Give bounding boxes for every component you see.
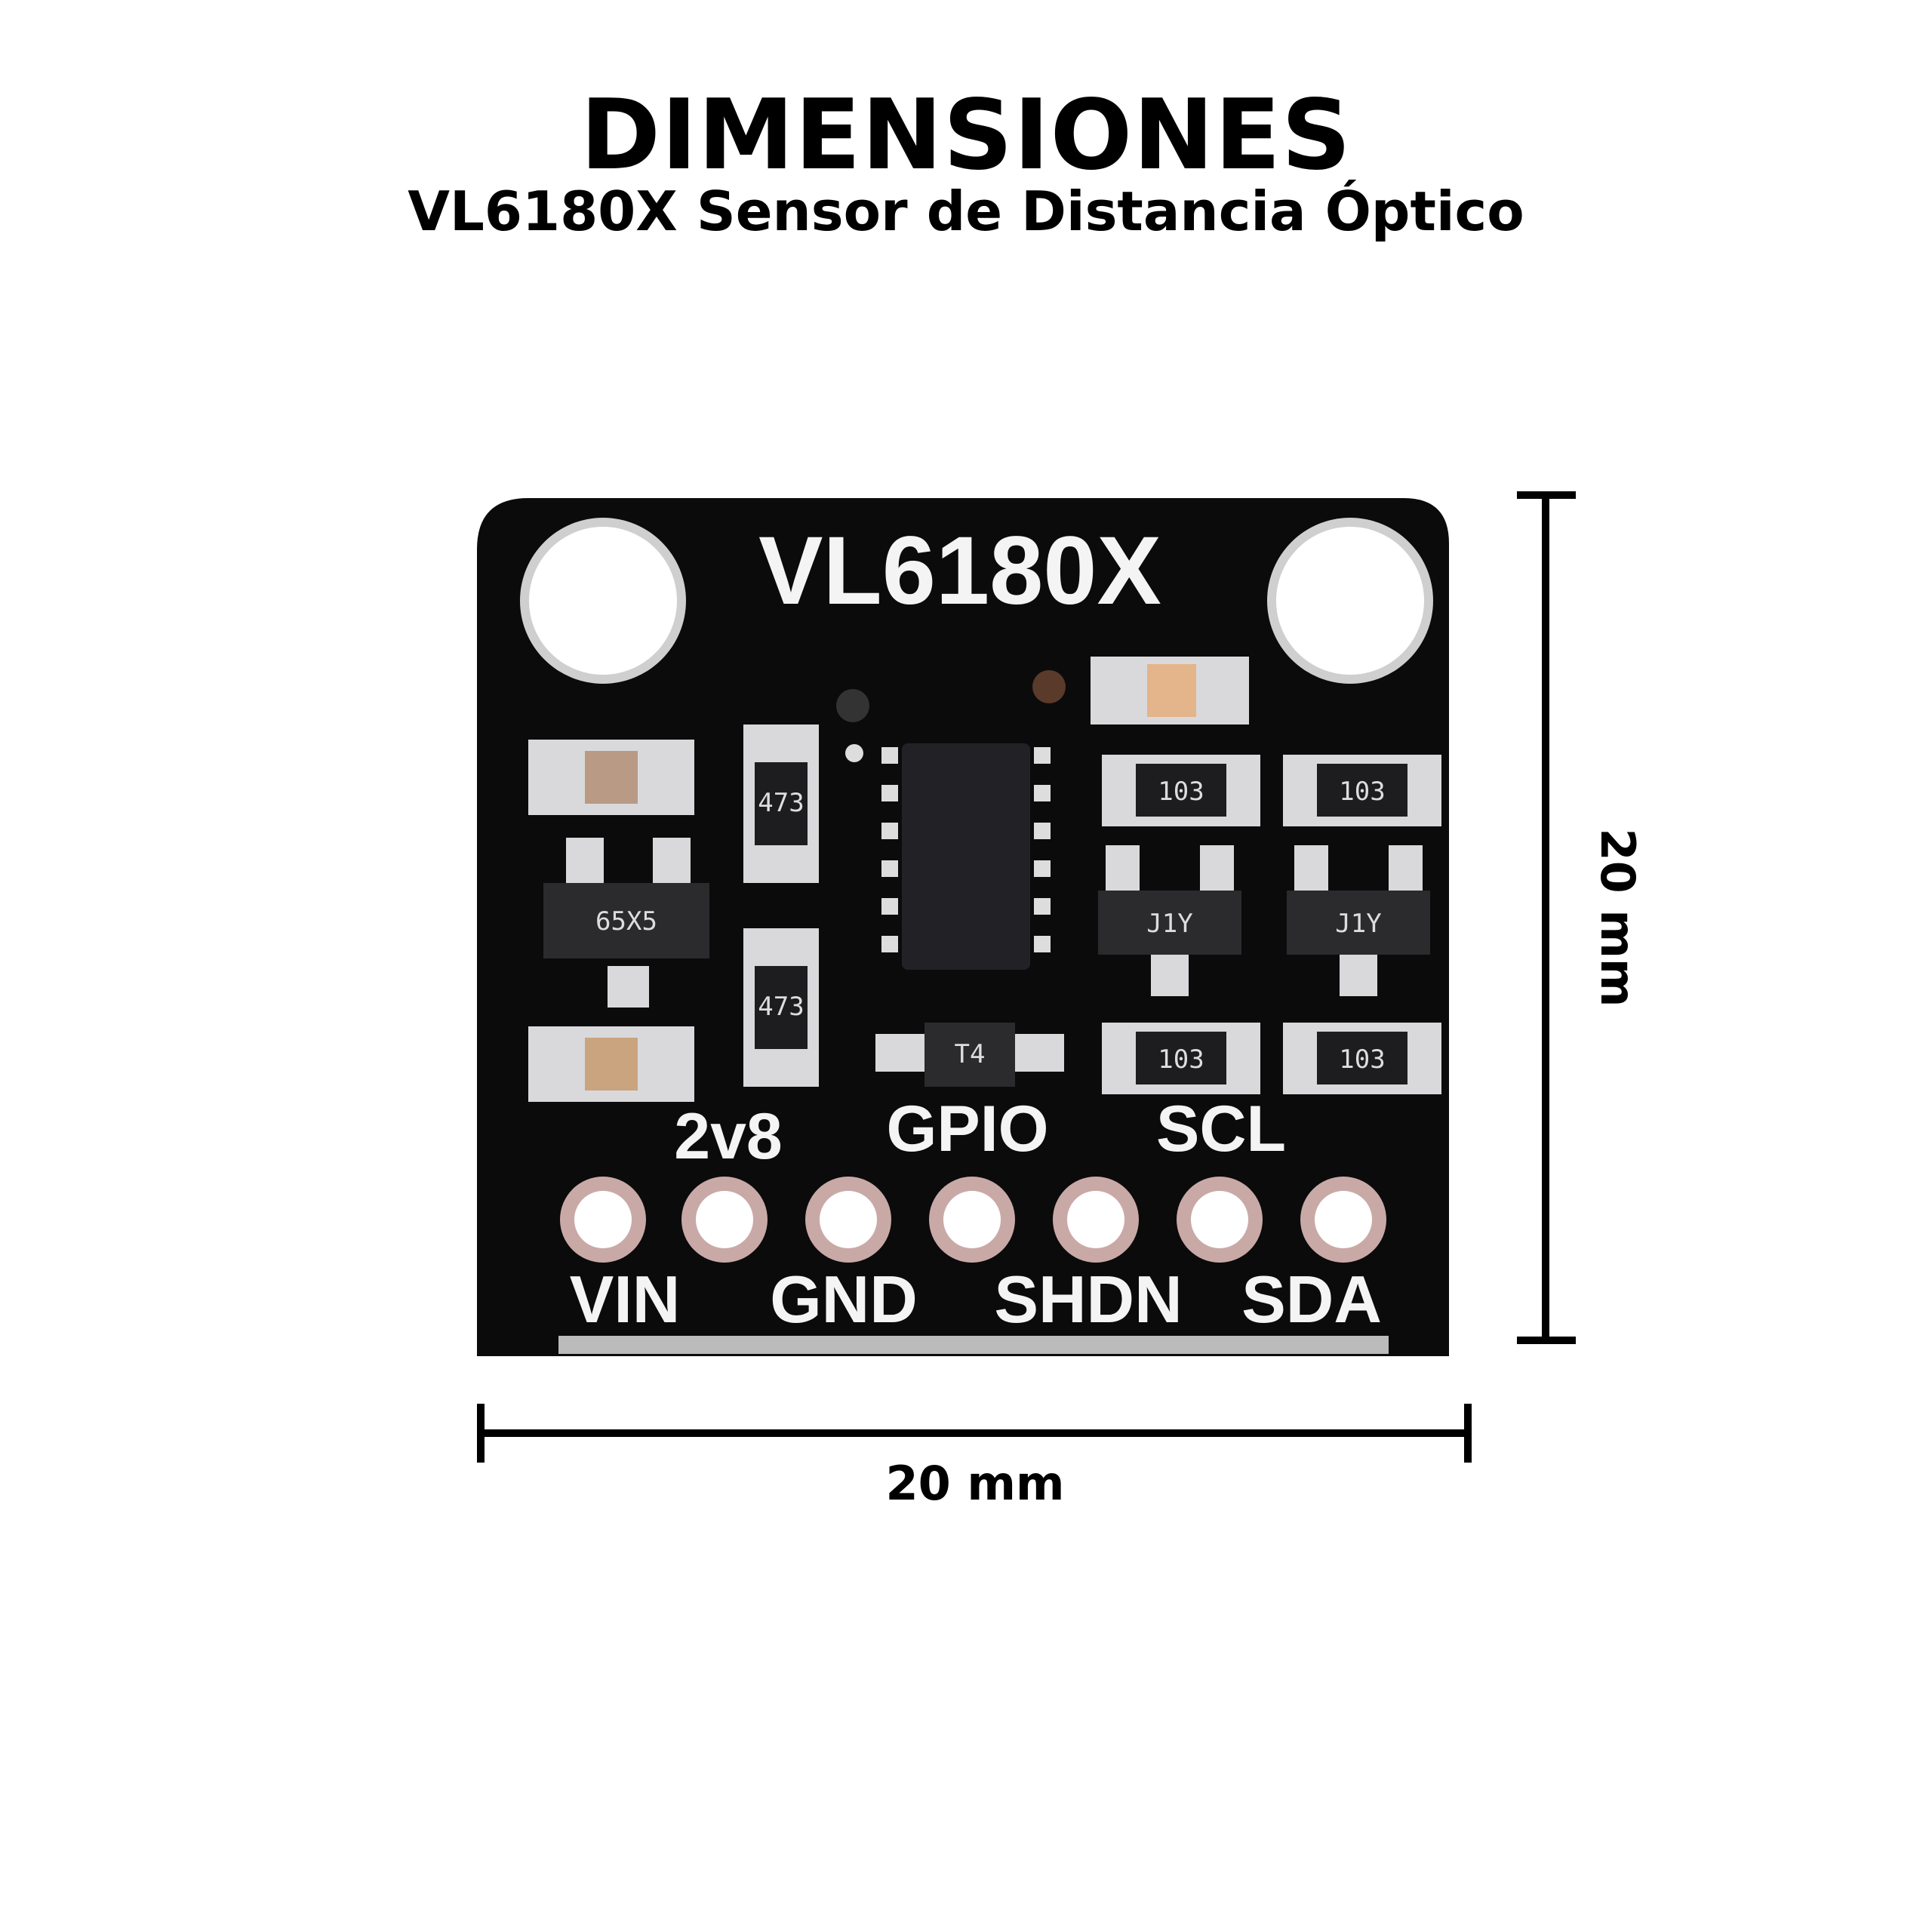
resistor-103-2: 103 xyxy=(1283,755,1441,826)
label-scl: SCL xyxy=(1156,1093,1286,1165)
height-dimension-line xyxy=(1517,491,1576,1344)
pin-2v8 xyxy=(681,1177,768,1263)
pin-shdn xyxy=(1053,1177,1139,1263)
svg-text:473: 473 xyxy=(758,992,804,1022)
height-label: 20 mm xyxy=(1590,828,1645,1007)
label-shdn: SHDN xyxy=(994,1262,1182,1337)
width-label: 20 mm xyxy=(885,1456,1064,1511)
svg-text:J1Y: J1Y xyxy=(1335,909,1381,939)
mosfet-j1y-left: J1Y xyxy=(1098,845,1241,996)
capacitor-bottom-left xyxy=(528,1026,694,1102)
svg-text:J1Y: J1Y xyxy=(1146,909,1192,939)
pin-scl xyxy=(1177,1177,1263,1263)
pin-sda xyxy=(1300,1177,1386,1263)
svg-text:473: 473 xyxy=(758,788,804,818)
page-subtitle: VL6180X Sensor de Distancia Óptico xyxy=(408,180,1524,243)
resistor-473-top: 473 xyxy=(743,724,819,883)
label-2v8: 2v8 xyxy=(674,1100,783,1173)
resistor-103-3: 103 xyxy=(1102,1023,1260,1094)
svg-text:103: 103 xyxy=(1158,1044,1204,1075)
mosfet-j1y-right: J1Y xyxy=(1287,845,1430,996)
vl6180x-sensor-ic xyxy=(836,670,1066,970)
label-vin: VIN xyxy=(570,1262,681,1337)
regulator-chip: 65X5 xyxy=(543,838,709,1008)
capacitor-top-left xyxy=(528,740,694,815)
pin-gpio xyxy=(929,1177,1015,1263)
width-dimension-line xyxy=(477,1404,1472,1463)
diode-t4: T4 xyxy=(875,1023,1064,1087)
resistor-103-4: 103 xyxy=(1283,1023,1441,1094)
svg-text:65X5: 65X5 xyxy=(595,906,657,937)
pin-gnd xyxy=(805,1177,891,1263)
board-edge-contacts xyxy=(558,1336,1389,1354)
label-sda: SDA xyxy=(1241,1262,1382,1337)
page-title: DIMENSIONES xyxy=(580,79,1352,192)
header-pins xyxy=(560,1177,1386,1263)
pin-vin xyxy=(560,1177,646,1263)
mounting-hole-right xyxy=(1267,518,1433,684)
svg-text:103: 103 xyxy=(1339,1044,1385,1075)
resistor-103-1: 103 xyxy=(1102,755,1260,826)
svg-text:103: 103 xyxy=(1158,777,1204,807)
capacitor-top-right xyxy=(1091,657,1249,724)
board-name: VL6180X xyxy=(758,517,1161,625)
label-gpio: GPIO xyxy=(886,1093,1048,1165)
svg-text:T4: T4 xyxy=(955,1039,986,1069)
label-gnd: GND xyxy=(770,1262,918,1337)
svg-text:103: 103 xyxy=(1339,777,1385,807)
resistor-473-bottom: 473 xyxy=(743,928,819,1087)
mounting-hole-left xyxy=(520,518,686,684)
